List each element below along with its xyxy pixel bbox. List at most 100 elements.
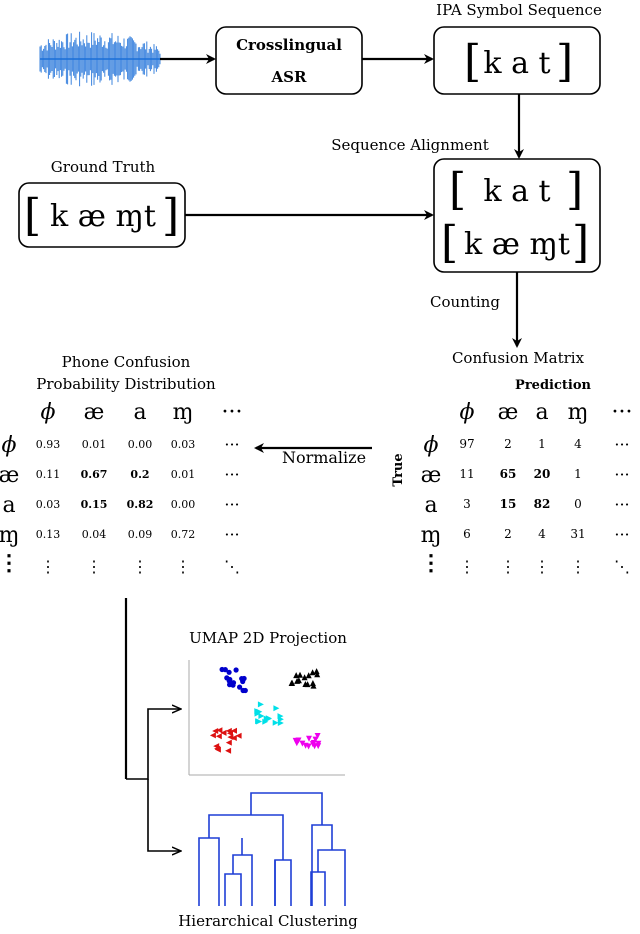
prob-cell: 0.01 [171,468,196,481]
cm-cell: ⋮ [570,557,586,576]
umap-point [241,675,247,682]
umap-point [233,667,239,673]
umap-point [209,732,216,739]
umap-point [305,743,312,750]
ipa-bracket-right: ] [556,36,573,87]
prob-cell: ··· [224,435,239,454]
prob-cell: 0.15 [81,498,108,511]
dendrogram-branch [311,824,333,906]
umap-scatter-plot [188,660,345,776]
cm-cell: ⋮ [534,557,550,576]
cm-cell: ⋱ [614,557,630,576]
umap-point [255,718,262,725]
dendrogram-branch [232,854,253,906]
prob-cell: ⋮ [40,557,56,576]
ipa-sequence: k a t [483,46,550,81]
prob-row-header: a [2,493,15,518]
umap-point [212,728,219,734]
prob-cell: 0.00 [128,438,153,451]
aligned-bottom-bracket-left: [ [441,217,458,268]
prob-row-header: æ [0,463,19,488]
umap-point [262,718,269,725]
cm-cell: 20 [534,467,551,481]
probability-title-line2: Probability Distribution [36,375,216,393]
umap-point [227,734,234,741]
ground-truth-bracket-right: ] [162,190,179,241]
cm-cell: ··· [614,525,629,544]
alignment-label: Sequence Alignment [331,136,488,154]
prob-cell: 0.13 [36,528,61,541]
prob-col-header: ··· [222,400,243,425]
umap-point [301,674,308,681]
cm-row-header: æ [421,463,442,488]
umap-point [277,713,284,720]
umap-point [231,727,237,734]
umap-point [216,727,223,734]
asr-line2: ASR [271,68,307,86]
prob-cell: ··· [224,495,239,514]
prob-row-header: ⋮ [0,550,20,576]
prob-cell: 0.00 [171,498,196,511]
prob-col-header: ɱ [173,400,194,425]
cm-cell: 2 [504,437,512,451]
prob-cell: 0.72 [171,528,196,541]
prob-cell: ⋮ [86,557,102,576]
ipa-bracket-left: [ [464,36,481,87]
umap-point [297,671,303,678]
prob-row-header: ϕ [2,433,17,458]
prob-cell: ⋮ [175,557,191,576]
dendrogram-branch [198,837,220,906]
cm-cell: 82 [534,497,551,511]
arrow-to-umap [126,709,180,780]
cm-col-header: ϕ [460,400,475,425]
prob-row-header: ɱ [0,523,19,548]
arrow-to-clustering [147,779,180,851]
ipa-box [433,26,601,95]
probability-title-line1: Phone Confusion [62,353,191,371]
clustering-title: Hierarchical Clustering [178,912,358,930]
cm-cell: 1 [538,437,546,451]
umap-point [277,720,284,726]
umap-point [254,710,261,717]
cm-row-header: ɱ [421,523,442,548]
umap-point [305,672,312,679]
aligned-top-sequence: k a t [483,174,550,209]
umap-point [214,745,221,752]
umap-point [240,687,246,694]
cm-cell: 0 [574,497,582,511]
umap-point [225,747,232,754]
prob-cell: 0.67 [81,468,108,481]
umap-point [215,733,222,740]
umap-point [313,668,320,675]
asr-line1: Crosslingual [236,36,342,54]
prob-cell: 0.82 [127,498,154,511]
dendrogram-branch [310,871,326,906]
umap-point [226,669,232,675]
prob-cell: 0.11 [36,468,61,481]
cm-cell: 4 [574,437,582,451]
prob-cell: ⋮ [132,557,148,576]
prob-cell: ··· [224,525,239,544]
prob-cell: 0.93 [36,438,61,451]
prob-cell: 0.03 [36,498,61,511]
audio-waveform-icon [39,31,161,87]
umap-point [227,682,233,688]
umap-point [293,672,300,679]
umap-point [225,727,232,734]
prob-col-header: a [133,400,146,425]
cm-col-header: ··· [612,400,633,425]
cm-cell: 65 [500,467,517,481]
cm-cell: 31 [570,527,585,541]
umap-point [294,738,301,744]
cm-cell: 11 [459,467,474,481]
cm-cell: 3 [463,497,471,511]
umap-point [273,705,280,712]
cm-cell: ··· [614,435,629,454]
prob-cell: ⋱ [224,557,240,576]
umap-point [299,740,306,747]
ground-truth-sequence: k æ ɱt [50,199,156,234]
cm-col-header: æ [498,400,519,425]
cm-cell: ⋮ [459,557,475,576]
